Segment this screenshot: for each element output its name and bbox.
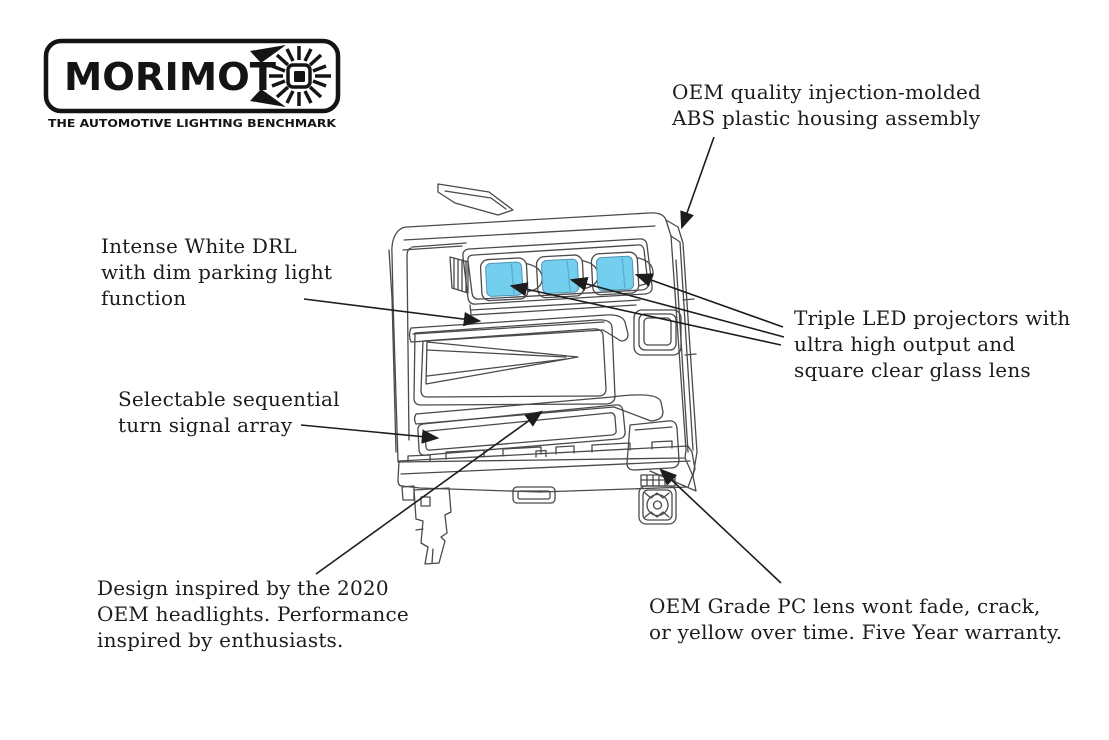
projector-group [479,251,654,302]
logo-brand-text: MORIMOT [64,55,276,99]
annotation-drl: Intense White DRL with dim parking light… [101,234,333,310]
headlight-top-fin [437,183,514,216]
callout-line-projector-2 [569,276,785,338]
annotation-projectors: Triple LED projectors with ultra high ou… [794,306,1071,382]
sunburst-o-icon [269,46,331,106]
callout-line-turn-signal [300,424,440,444]
morimoto-logo: MORIMOT THE AUTOMOTIVE LIGHT [43,38,341,130]
logo-wedge-bottom [250,89,286,107]
left-mount-bracket [401,485,452,565]
logo-wedge-top [250,45,286,63]
headlight-illustration [388,183,698,565]
center-bottom-tab [512,486,556,504]
projector-lens-3 [595,255,635,292]
right-pocket [633,309,682,356]
projector-lens-1 [485,261,524,297]
annotation-design: Design inspired by the 2020 OEM headligh… [97,576,409,652]
side-reflector-hatch [449,256,469,294]
projector-bezel-1 [479,257,529,302]
callout-line-design [315,410,543,575]
base-rail [397,440,696,493]
headlight-housing-outline [388,212,698,477]
drl-upper-bar [408,314,629,343]
right-mount-foot [638,474,677,525]
callout-line-housing [680,136,715,230]
projector-lens-2 [541,258,580,295]
drl-window [413,319,616,406]
callout-line-projector-3 [634,273,784,328]
callout-line-drl [303,298,482,327]
logo-tagline-text: THE AUTOMOTIVE LIGHTING BENCHMARK [48,117,337,130]
callout-line-lens [659,468,782,584]
projector-band [462,238,653,305]
callout-line-projector-1 [509,282,782,346]
annotation-turn-signal: Selectable sequential turn signal array [118,387,340,437]
projector-bezel-3 [590,251,640,296]
annotation-housing: OEM quality injection-molded ABS plastic… [672,80,981,130]
annotation-lens: OEM Grade PC lens wont fade, crack, or y… [649,594,1063,644]
callout-lines [300,136,785,584]
drl-lower-bar [413,394,664,425]
projector-shroud-1 [525,262,543,293]
